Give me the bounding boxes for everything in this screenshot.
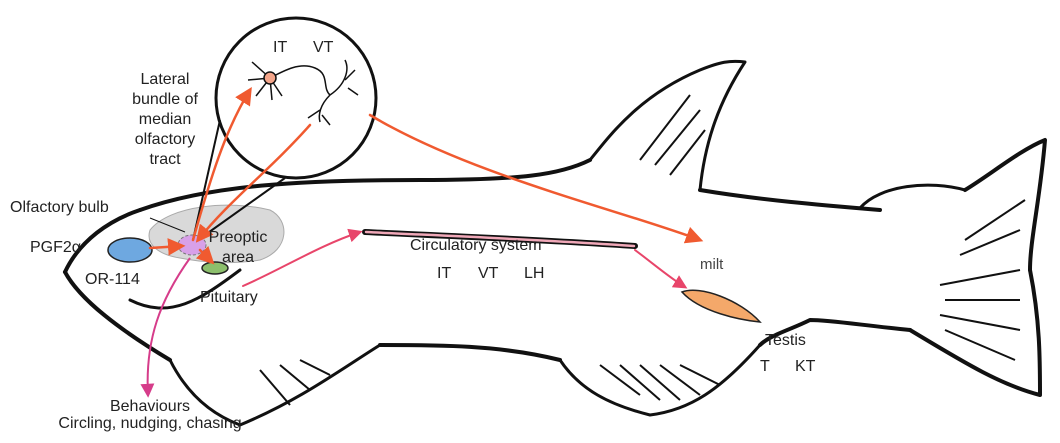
anal-fin	[560, 345, 760, 415]
lateral-bundle-line-5: tract	[110, 150, 220, 170]
pituitary-label: Pituitary	[200, 288, 258, 308]
circulatory-vt-label: VT	[478, 264, 498, 284]
brain-magnification-circle	[216, 18, 376, 178]
arrow-blood-to-testis	[635, 250, 685, 287]
olfactory-organ	[108, 238, 152, 262]
lateral-bundle-line-1: Lateral	[110, 70, 220, 90]
adipose-fin	[860, 185, 965, 208]
lateral-bundle-line-2: bundle of	[110, 90, 220, 110]
vt-neuron-label: VT	[313, 38, 333, 58]
testis-t-label: T	[760, 357, 770, 377]
testis-kt-label: KT	[795, 357, 815, 377]
ventral-belly	[380, 345, 560, 360]
testis-label: Testis	[765, 331, 806, 351]
pgf2a-label: PGF2α	[30, 238, 81, 258]
fin-rays	[260, 95, 1025, 405]
arrow-to-behaviours	[148, 258, 190, 395]
arrow-to-milt	[370, 115, 700, 240]
lateral-bundle-label: Lateral bundle of median olfactory tract	[110, 70, 220, 170]
it-neuron-label: IT	[273, 38, 287, 58]
preoptic-line-2: area	[207, 248, 269, 268]
tail-lower	[910, 270, 1040, 395]
lateral-bundle-line-4: olfactory	[110, 130, 220, 150]
milt-label: milt	[700, 255, 723, 275]
circulatory-it-label: IT	[437, 264, 451, 284]
preoptic-area-label: Preoptic area	[207, 228, 269, 268]
testis-organ	[682, 290, 760, 322]
preoptic-line-1: Preoptic	[207, 228, 269, 248]
lateral-bundle-line-3: median	[110, 110, 220, 130]
olfactory-bulb-label: Olfactory bulb	[10, 198, 109, 218]
circulatory-lh-label: LH	[524, 264, 544, 284]
circulatory-system-label: Circulatory system	[410, 236, 542, 256]
upper-back-to-tail	[700, 190, 880, 210]
tail-upper	[965, 140, 1045, 270]
or114-label: OR-114	[85, 270, 140, 290]
behaviours-list-label: Circling, nudging, chasing	[0, 414, 300, 434]
